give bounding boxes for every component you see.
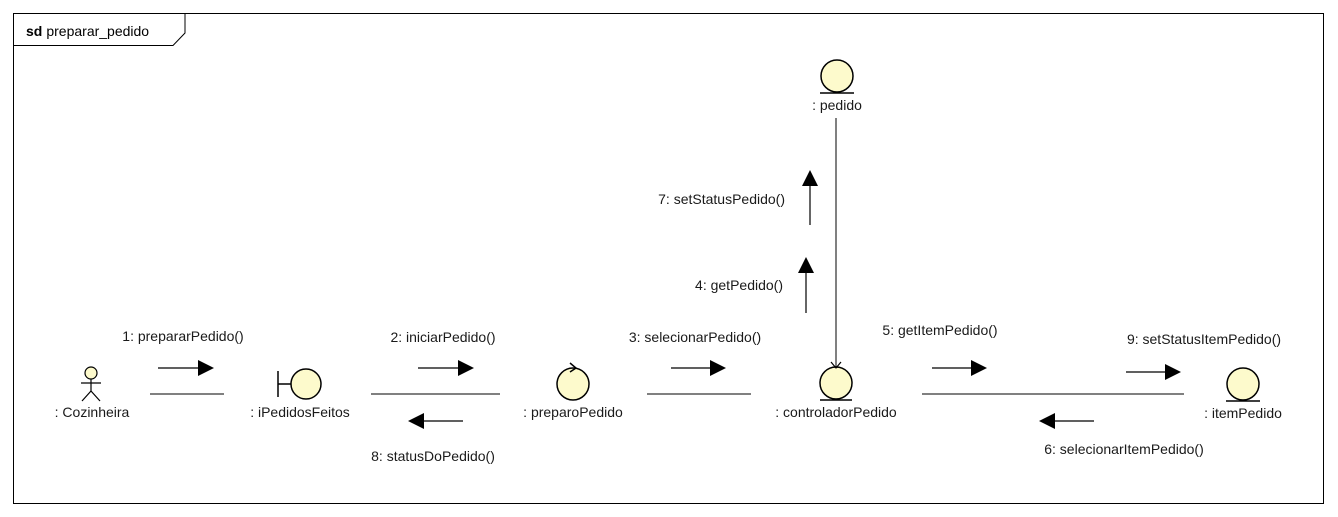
message-arrow-5 (932, 360, 987, 376)
actor-head-icon (84, 366, 98, 380)
entity-pedido-label: : pedido (812, 97, 862, 113)
message-label-9: 9: setStatusItemPedido() (1127, 331, 1281, 347)
message-arrow-1 (158, 360, 214, 376)
entity-controladorpedido[interactable]: : controladorPedido (775, 361, 897, 420)
frame-title-tab (13, 13, 186, 46)
message-label-3: 3: selecionarPedido() (629, 329, 761, 345)
message-arrow-6 (1039, 413, 1094, 429)
entity-icon (1226, 367, 1260, 401)
message-label-6: 6: selecionarItemPedido() (1044, 441, 1204, 457)
entity-icon (820, 59, 854, 93)
actor-cozinheira[interactable]: : Cozinheira (55, 366, 130, 420)
control-icon (556, 367, 590, 401)
actor-cozinheira-label: : Cozinheira (55, 404, 130, 420)
entity-icon (819, 366, 853, 400)
message-arrow-9 (1126, 364, 1181, 380)
control-preparopedido-label: : preparoPedido (523, 404, 623, 420)
entity-pedido[interactable]: : pedido (812, 59, 862, 113)
message-label-5: 5: getItemPedido() (882, 322, 997, 338)
frame-keyword: sd (26, 23, 42, 39)
control-preparopedido[interactable]: : preparoPedido (523, 362, 623, 420)
message-arrow-8 (408, 413, 463, 429)
message-arrow-2 (418, 360, 474, 376)
message-label-2: 2: iniciarPedido() (390, 329, 495, 345)
message-label-1: 1: prepararPedido() (122, 328, 243, 344)
entity-itempedido-label: : itemPedido (1204, 405, 1282, 421)
message-arrow-3 (671, 360, 726, 376)
entity-itempedido[interactable]: : itemPedido (1204, 367, 1282, 421)
message-arrow-7 (802, 170, 818, 225)
entity-controladorpedido-label: : controladorPedido (775, 404, 897, 420)
frame-name: preparar_pedido (46, 23, 149, 39)
boundary-ipedidosfeitos[interactable]: : iPedidosFeitos (250, 368, 350, 420)
boundary-ipedidosfeitos-label: : iPedidosFeitos (250, 404, 350, 420)
message-arrow-4 (798, 257, 814, 313)
message-label-7: 7: setStatusPedido() (658, 191, 785, 207)
sd-frame (13, 13, 1324, 504)
message-label-8: 8: statusDoPedido() (371, 448, 495, 464)
message-label-4: 4: getPedido() (695, 277, 783, 293)
